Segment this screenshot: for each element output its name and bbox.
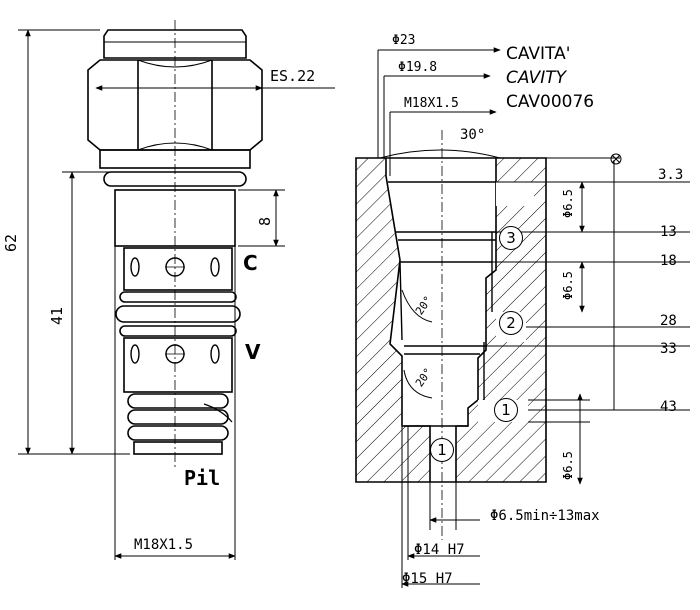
- depth-43-label: 43: [660, 399, 677, 415]
- hex-size-label: ES.22: [270, 67, 316, 85]
- dia-6-5-b-label: Φ6.5: [561, 271, 575, 300]
- port-v-label: V: [245, 340, 261, 364]
- cavity-code: CAV00076: [506, 92, 595, 112]
- dia-14-label: Φ14 H7: [414, 542, 465, 558]
- cavity-title-en: CAVITY: [506, 68, 567, 88]
- cavity-dimensions: [377, 47, 690, 588]
- dia-23-label: Φ23: [392, 33, 416, 48]
- port-2-marker: 2: [499, 311, 523, 335]
- depth-28-label: 28: [660, 313, 677, 329]
- depth-18-label: 18: [660, 253, 677, 269]
- seal-ring-1: [119, 291, 237, 303]
- angle-30-label: 30°: [460, 127, 486, 143]
- groove-2: [127, 409, 229, 425]
- sleeve-v: [123, 337, 233, 393]
- nut-height-label: 8: [256, 216, 274, 226]
- body-length-label: 41: [48, 306, 66, 325]
- dia-6-5-range-label: Φ6.5min÷13max: [490, 508, 600, 524]
- depth-33-label: 33: [660, 341, 677, 357]
- port-pil-label: Pil: [184, 466, 221, 490]
- groove-1: [127, 393, 229, 409]
- seal-ring-2: [115, 305, 241, 323]
- cavity-title-it: CAVITA': [506, 44, 571, 64]
- cavity-view: [355, 130, 547, 540]
- port-3-marker: 3: [499, 226, 523, 250]
- cartridge-view: [87, 20, 263, 470]
- center-symbol-icon: [610, 153, 622, 165]
- dia-15-label: Φ15 H7: [402, 571, 453, 587]
- sleeve-c: [123, 247, 233, 291]
- depth-13-label: 13: [660, 224, 677, 240]
- cavity-thread-label: M18X1.5: [404, 96, 459, 111]
- port-1-side-marker: 1: [494, 398, 518, 422]
- cartridge-dimensions: [18, 29, 335, 560]
- depth-3-3-label: 3.3: [658, 167, 684, 183]
- seal-ring-3: [119, 325, 237, 337]
- cartridge-tip: [133, 441, 223, 455]
- groove-3: [127, 425, 229, 441]
- cartridge-cap: [103, 29, 247, 59]
- port-c-label: C: [243, 251, 258, 275]
- overall-length-label: 62: [2, 233, 20, 252]
- dia-19-8-label: Φ19.8: [398, 60, 438, 75]
- dia-6-5-c-label: Φ6.5: [561, 451, 575, 480]
- cartridge-thread-label: M18X1.5: [134, 537, 194, 553]
- port-1-bottom-marker: 1: [430, 438, 454, 462]
- dia-6-5-a-label: Φ6.5: [561, 189, 575, 218]
